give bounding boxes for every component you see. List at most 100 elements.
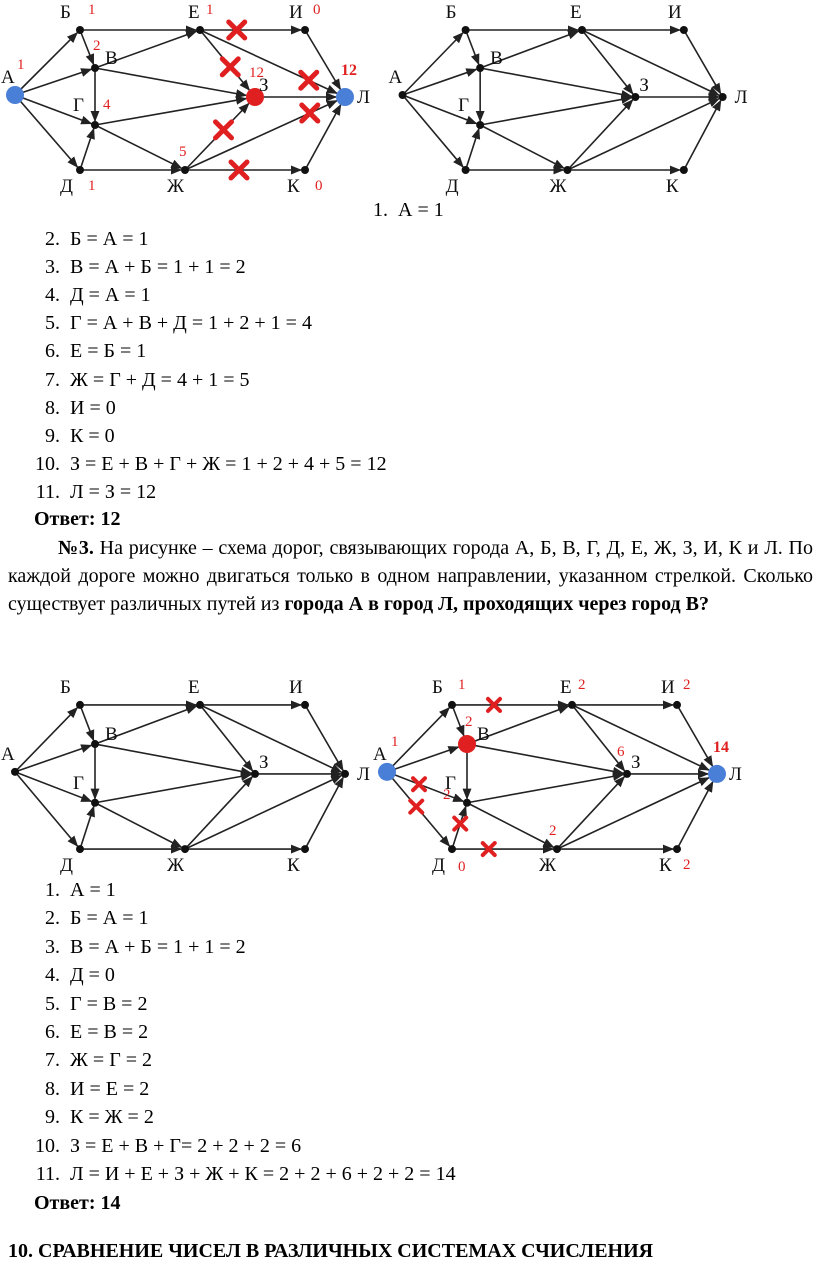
edge-K-L — [304, 103, 342, 171]
step-text: Л = И + Е + З + Ж + К = 2 + 2 + 6 + 2 + … — [70, 1163, 456, 1185]
step-number: 7. — [45, 1049, 60, 1072]
p3-statement: №3. На рисунке – схема дорог, связывающи… — [8, 534, 813, 618]
edge-V-E — [479, 30, 580, 69]
node-label-A: А — [1, 67, 15, 88]
edge-E-Z — [199, 704, 254, 772]
node-label-K: К — [287, 855, 300, 876]
node-G — [476, 121, 485, 129]
node-E — [196, 700, 204, 709]
node-G — [91, 798, 99, 807]
node-label-Zh: Ж — [549, 176, 567, 197]
node-K — [679, 166, 688, 174]
step-text: К = Ж = 2 — [70, 1106, 154, 1129]
p3-step-6: 6.Е = В = 2 — [22, 1020, 148, 1044]
step-text: Г = В = 2 — [70, 992, 148, 1015]
step-number: 11. — [35, 480, 60, 503]
edge-A-G — [14, 771, 93, 803]
step-text: И = 0 — [70, 396, 116, 419]
path-count-K: 0 — [315, 178, 323, 194]
edge-V-E — [94, 30, 198, 69]
path-count-G: 4 — [103, 97, 111, 113]
node-L — [718, 93, 727, 101]
node-D — [76, 166, 84, 174]
edge-K-L — [676, 780, 714, 850]
path-count-D: 0 — [458, 859, 466, 875]
edge-A-V — [14, 744, 93, 773]
step-text: Б = А = 1 — [70, 228, 149, 250]
p3-step-1: 1. А = 1 — [22, 878, 116, 902]
node-D — [76, 845, 84, 854]
step-text: Д = 0 — [70, 964, 115, 987]
node-Zh — [563, 166, 572, 174]
edge-A-D — [14, 771, 79, 847]
step-number: 6. — [45, 340, 60, 363]
edge-Zh-L — [184, 774, 343, 850]
node-label-B: Б — [60, 677, 71, 698]
blocked-road-mark — [486, 696, 502, 713]
node-I — [301, 26, 309, 34]
path-count-A: 1 — [17, 57, 25, 73]
step-number: 5. — [45, 992, 60, 1015]
path-count-G: 2 — [443, 787, 451, 803]
node-label-V: В — [490, 48, 503, 69]
path-count-A: 1 — [391, 734, 399, 750]
step-text: А = 1 — [70, 879, 116, 901]
p3-text: На рисунке – схема дорог, связывающих го… — [8, 537, 813, 615]
node-label-I: И — [661, 677, 675, 698]
node-label-B: Б — [446, 2, 457, 23]
node-Zh — [181, 166, 189, 174]
edge-D-G — [79, 127, 95, 171]
step-number: 3. — [45, 935, 60, 958]
path-count-E: 2 — [578, 677, 586, 693]
node-label-Z: З — [259, 752, 269, 773]
node-K — [301, 166, 309, 174]
node-label-A: А — [1, 744, 15, 765]
step-number: 10. — [35, 1134, 60, 1157]
p2-step-11: 11. Л = З = 12 — [22, 480, 156, 504]
step-text: Л = З = 12 — [70, 480, 157, 503]
node-I — [673, 700, 681, 709]
path-count-E: 1 — [206, 2, 214, 18]
blocked-road-mark — [480, 841, 497, 858]
step-number: 1. — [45, 879, 60, 901]
step-number: 2. — [45, 907, 60, 930]
node-Z — [251, 769, 259, 778]
edge-A-B — [14, 32, 78, 96]
edge-Zh-Z — [184, 776, 254, 850]
node-Z — [623, 769, 631, 778]
edge-E-L — [581, 29, 721, 97]
node-G — [463, 798, 471, 807]
p3-step-5: 5. Г = В = 2 — [22, 992, 147, 1016]
edge-G-Zh — [479, 124, 565, 169]
node-label-Z: З — [631, 752, 641, 773]
path-count-V: 2 — [93, 38, 101, 54]
node-label-E: Е — [188, 677, 200, 698]
blocked-road-mark — [228, 159, 250, 181]
node-label-I: И — [668, 2, 682, 23]
node-B — [448, 700, 456, 709]
blocked-road-mark — [452, 815, 469, 832]
node-label-V: В — [477, 724, 490, 745]
blocked-road-mark — [298, 69, 320, 91]
step-text: А = 1 — [398, 199, 444, 221]
node-I — [301, 700, 309, 709]
edge-A-D — [401, 94, 464, 168]
edge-V-Z — [466, 743, 625, 776]
p3-step-3: 3.В = А + Б = 1 + 1 = 2 — [22, 935, 246, 959]
edge-Zh-L — [556, 777, 710, 850]
blocked-road-mark — [408, 798, 425, 815]
node-A — [398, 91, 407, 99]
node-label-D: Д — [60, 855, 73, 876]
node-label-L: Л — [357, 764, 370, 785]
node-label-G: Г — [73, 95, 84, 116]
node-B — [76, 26, 84, 34]
node-L — [336, 88, 354, 106]
step-number: 6. — [45, 1021, 60, 1043]
edge-A-B — [14, 706, 78, 773]
section-heading: 10. СРАВНЕНИЕ ЧИСЕЛ В РАЗЛИЧНЫХ СИСТЕМАХ… — [8, 1240, 654, 1262]
edge-Zh-Z — [556, 776, 626, 850]
step-number: 10. — [35, 452, 60, 475]
node-I — [679, 26, 688, 34]
step-text: Д = А = 1 — [70, 284, 151, 307]
